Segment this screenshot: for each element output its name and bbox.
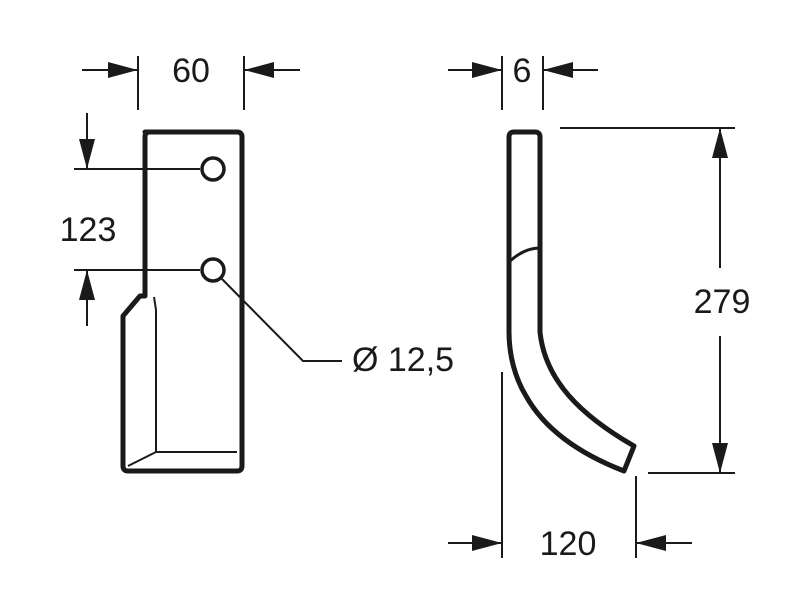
front-view (120, 129, 245, 474)
dim-hole-diameter: Ø 12,5 (220, 277, 454, 379)
side-view (506, 129, 637, 474)
upper-mount-hole (200, 156, 226, 182)
front-bevel-corner (127, 451, 157, 467)
dim-front-width: 60 (82, 52, 300, 110)
side-width-label: 120 (540, 525, 597, 563)
lower-mount-hole (200, 257, 226, 283)
front-width-label: 60 (172, 52, 210, 90)
hole-diameter-label: Ø 12,5 (352, 341, 454, 379)
dim-hole-spacing: 123 (60, 113, 200, 326)
dim-side-width: 120 (448, 372, 692, 563)
side-blade-outline (506, 129, 637, 474)
side-thickness-label: 6 (513, 52, 532, 90)
hole-spacing-label: 123 (60, 211, 117, 249)
side-bend-line (507, 246, 542, 264)
side-height-label: 279 (694, 283, 751, 321)
front-blade-outline (120, 129, 245, 474)
dim-side-thickness: 6 (448, 52, 598, 110)
front-bevel-line (153, 296, 237, 453)
dim-side-height: 279 (560, 127, 751, 474)
